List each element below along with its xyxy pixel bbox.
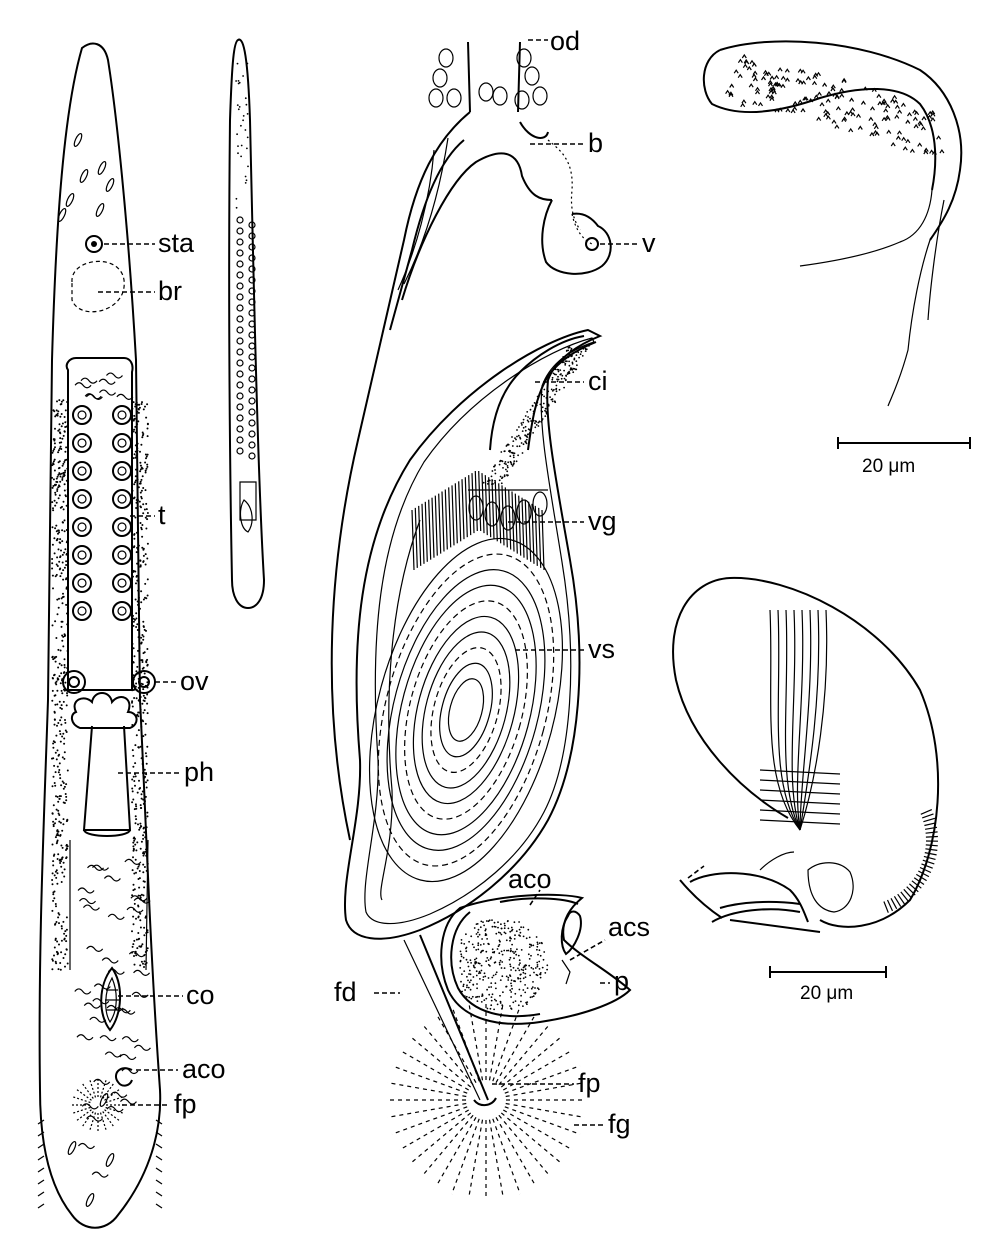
label-fd: fd: [334, 977, 357, 1007]
label-ov: ov: [180, 666, 209, 696]
label-fp-center: fp: [578, 1068, 601, 1098]
label-t: t: [158, 500, 166, 530]
label-b: b: [588, 128, 603, 158]
label-aco-left: aco: [182, 1054, 226, 1084]
label-vs: vs: [588, 634, 615, 664]
label-p: p: [614, 966, 629, 996]
label-fp-left: fp: [174, 1089, 197, 1119]
label-ph: ph: [184, 757, 214, 787]
label-aco-center: aco: [508, 864, 552, 894]
label-v: v: [642, 228, 656, 258]
label-acs: acs: [608, 912, 650, 942]
label-br: br: [158, 276, 182, 306]
label-sta: sta: [158, 228, 195, 258]
body-habitus-drawing: [37, 42, 163, 1229]
label-ci: ci: [588, 366, 608, 396]
label-od: od: [550, 26, 580, 56]
figure-labels: od b v sta br ci vg t vs ov ph aco acs p…: [158, 26, 915, 1139]
stylet-detail-top: [702, 40, 971, 449]
copulatory-bulb-detail: [672, 576, 940, 978]
slender-habitus-drawing: [228, 38, 266, 610]
label-fg: fg: [608, 1109, 631, 1139]
scale-bar-upper-label: 20 μm: [862, 456, 915, 477]
reproductive-system-drawing: [330, 41, 632, 1200]
label-vg: vg: [588, 506, 617, 536]
leader-lines: [98, 39, 705, 1126]
label-co: co: [186, 980, 215, 1010]
scale-bar-lower-label: 20 μm: [800, 983, 853, 1004]
